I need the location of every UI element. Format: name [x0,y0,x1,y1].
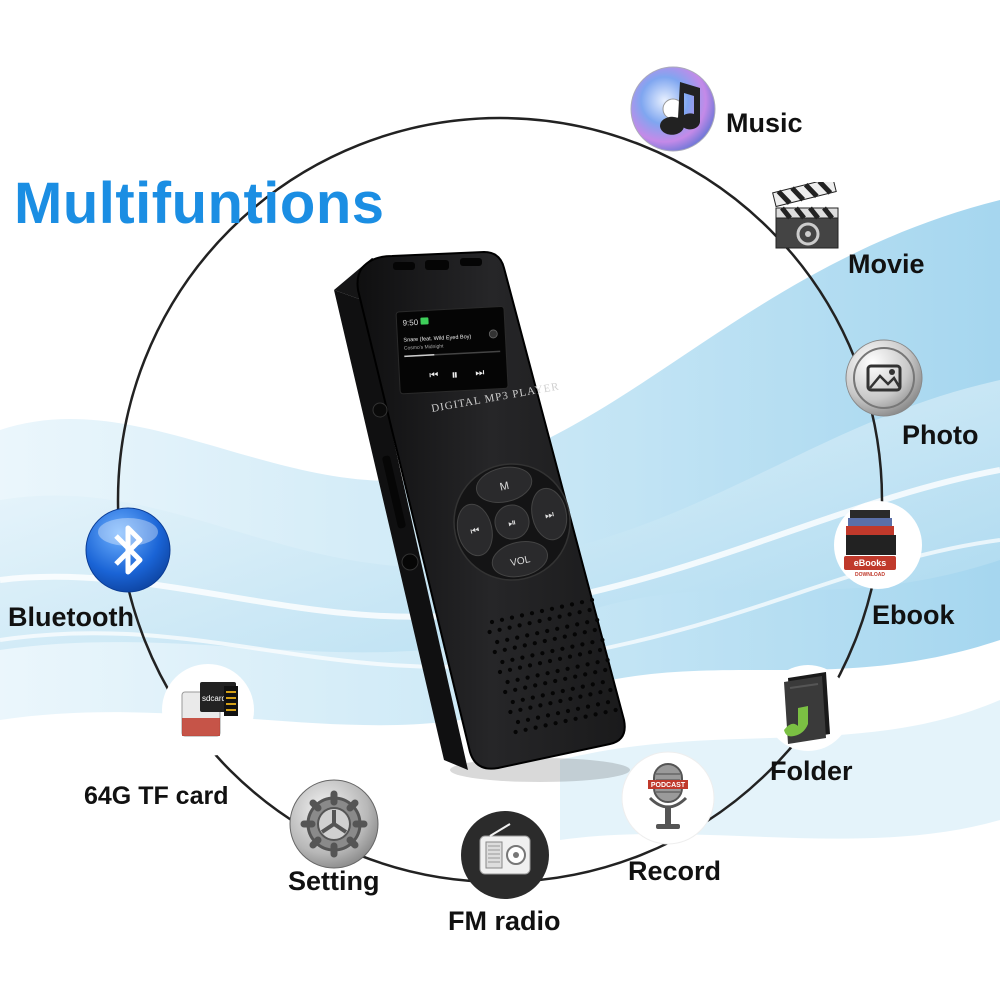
microphone-icon: PODCAST [621,751,715,845]
feature-label-bluetooth: Bluetooth [8,602,134,632]
music-icon [630,66,716,152]
page-title: Multifuntions [14,171,385,236]
bluetooth-icon [85,507,171,593]
feature-label-tf-card: 64G TF card [84,782,229,810]
photo-icon [845,339,923,417]
folder-icon [765,665,851,751]
feature-label-movie: Movie [848,249,925,279]
feature-label-folder: Folder [770,756,853,786]
ebook-icon: eBooks DOWNLOAD [834,501,922,589]
radio-icon [461,811,549,899]
feature-label-ebook: Ebook [872,600,955,630]
sdcard-label-text: sdcard [202,694,226,703]
ebook-badge-text: eBooks [854,558,887,568]
movie-clapper-icon [772,182,839,249]
feature-label-record: Record [628,856,722,886]
ebook-download-text: DOWNLOAD [855,572,885,578]
feature-label-fm-radio: FM radio [448,906,561,936]
feature-label-setting: Setting [288,866,380,896]
gear-icon [289,779,379,869]
feature-label-music: Music [726,108,803,138]
feature-label-photo: Photo [902,420,979,450]
record-badge-text: PODCAST [651,782,686,789]
sd-card-icon: sdcard [162,664,254,756]
